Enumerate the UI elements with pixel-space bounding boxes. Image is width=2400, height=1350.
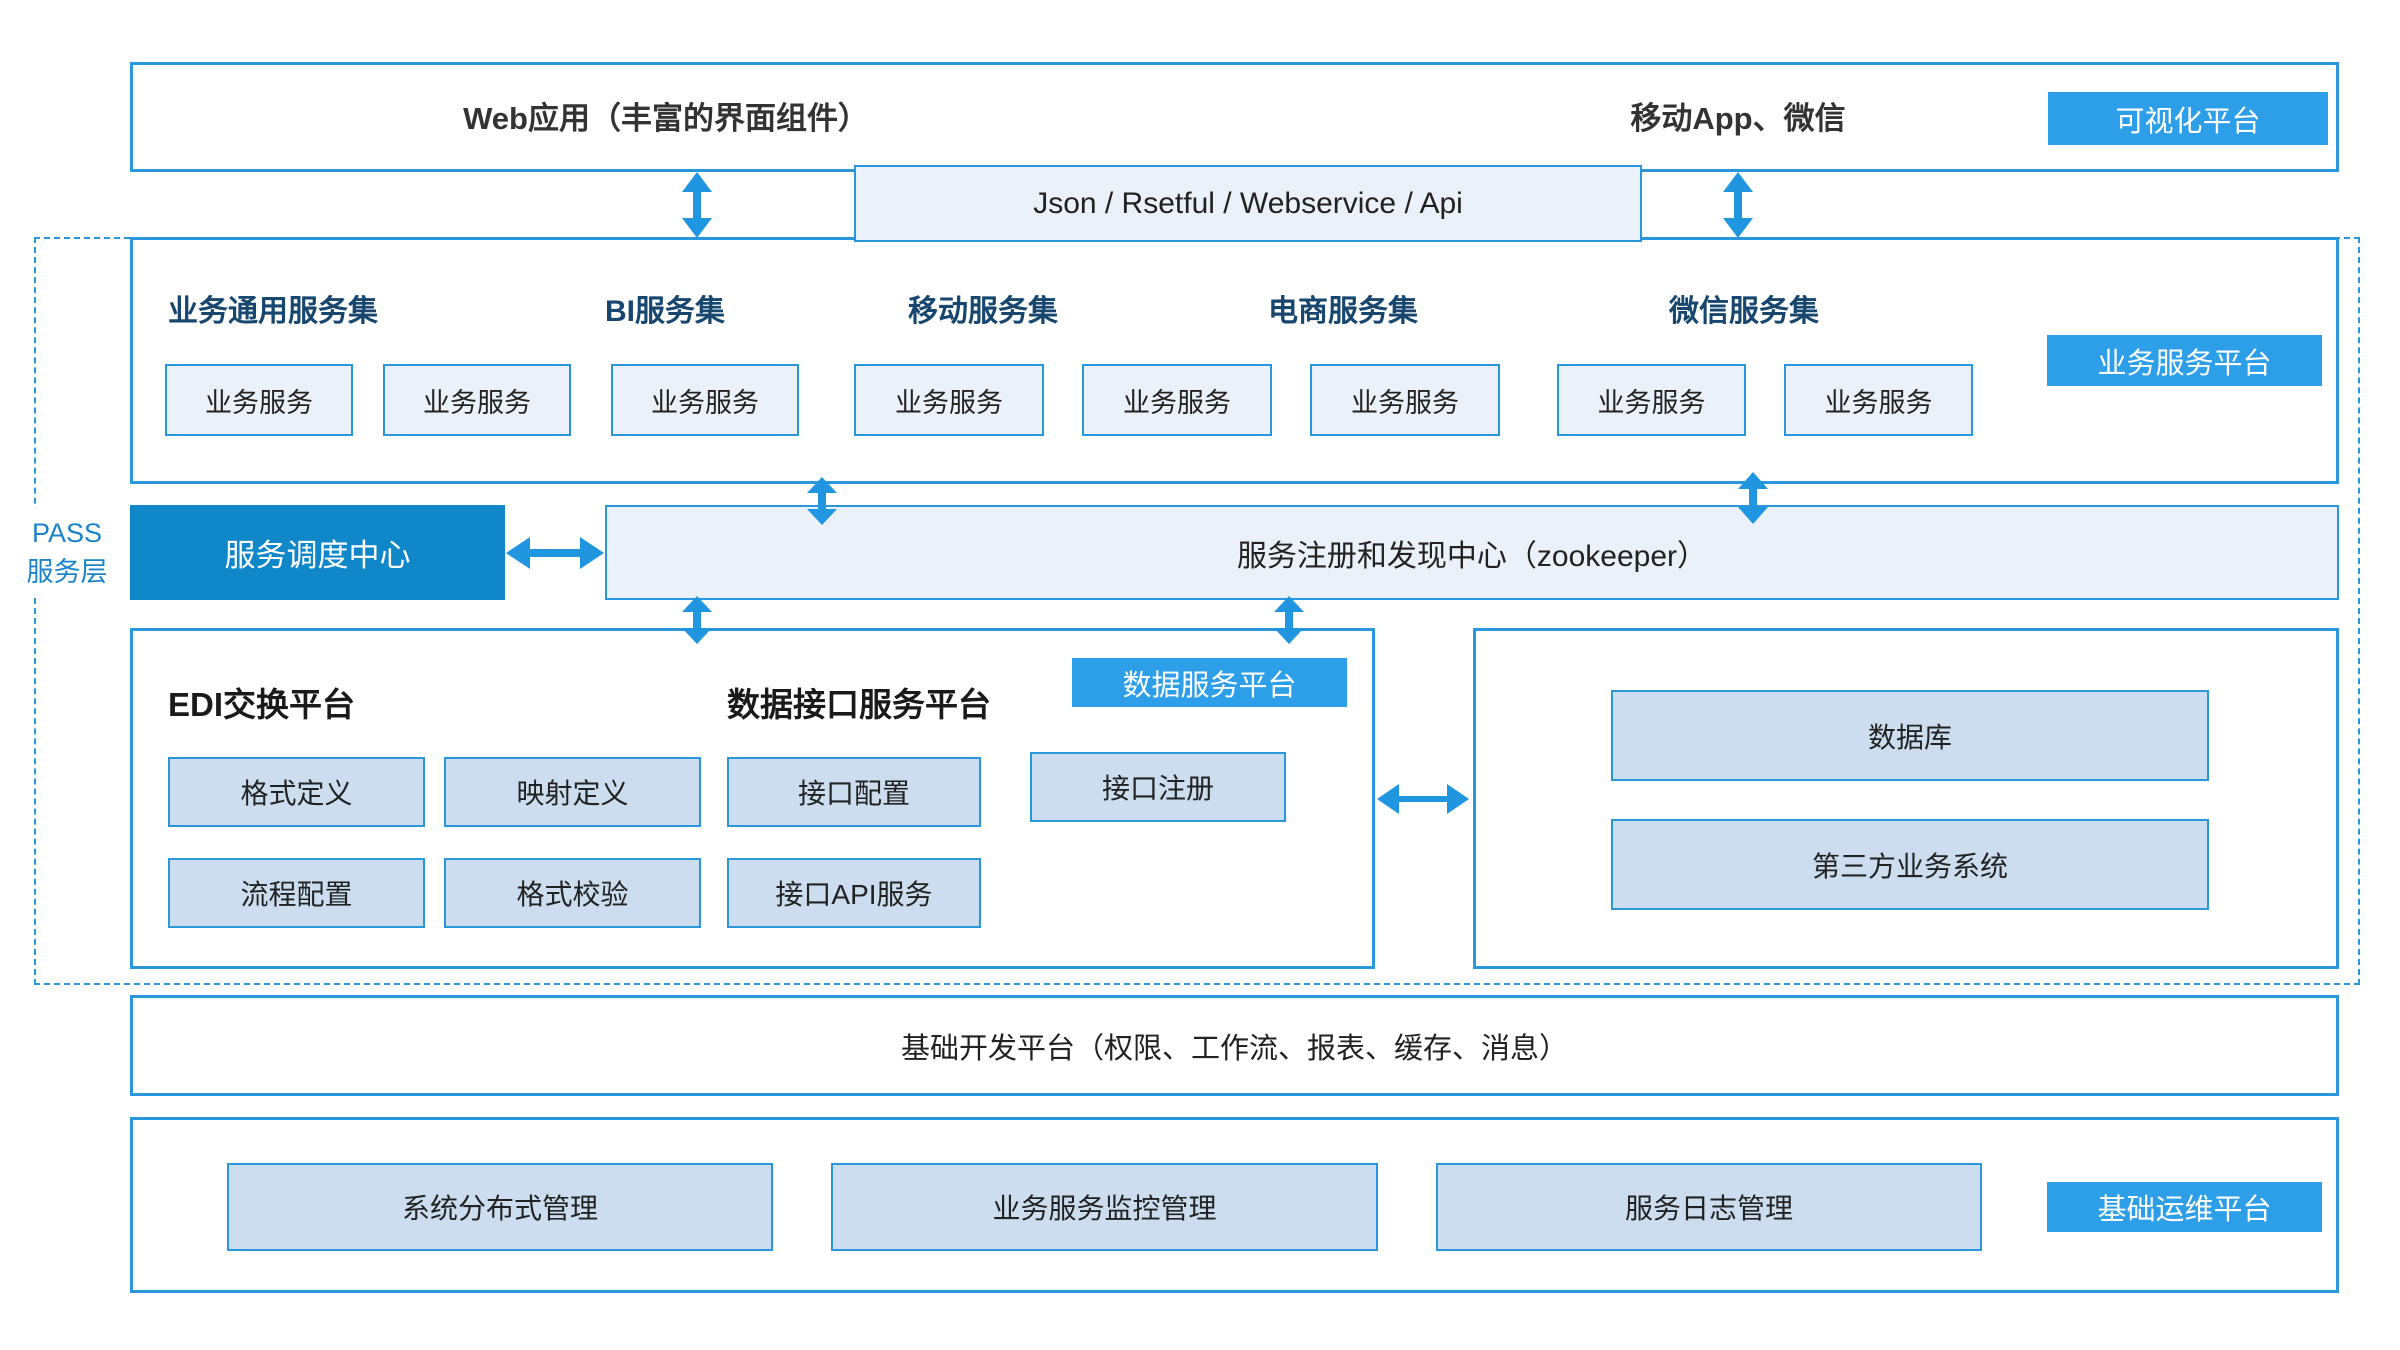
service-box: 业务服务 [854, 364, 1044, 436]
up-down-arrow-icon [807, 477, 837, 525]
pass-layer-label-line1: PASS [31, 518, 103, 548]
group-title-wechat: 微信服务集 [1669, 295, 1819, 328]
api-protocol-bar: Json / Rsetful / Webservice / Api [854, 165, 1642, 242]
left-right-arrow-icon [1377, 784, 1469, 814]
foundation-platform-box: 基础开发平台（权限、工作流、报表、缓存、消息） [130, 995, 2339, 1096]
up-down-arrow-icon [1274, 596, 1304, 644]
left-right-arrow-icon [506, 537, 604, 569]
external-systems-box [1473, 628, 2339, 969]
up-down-arrow-icon [682, 596, 712, 644]
service-monitor-management-box: 业务服务监控管理 [831, 1163, 1378, 1251]
pass-layer-label: PASS 服务层 [12, 508, 122, 599]
data-interface-platform-title: 数据接口服务平台 [727, 686, 991, 723]
distributed-management-box: 系统分布式管理 [227, 1163, 773, 1251]
mapping-definition-box: 映射定义 [444, 757, 701, 827]
interface-register-box: 接口注册 [1030, 752, 1286, 822]
interface-config-box: 接口配置 [727, 757, 981, 827]
format-validation-box: 格式校验 [444, 858, 701, 928]
up-down-arrow-icon [1723, 172, 1753, 238]
interface-api-service-box: 接口API服务 [727, 858, 981, 928]
up-down-arrow-icon [1738, 472, 1768, 524]
service-box: 业务服务 [611, 364, 799, 436]
service-box: 业务服务 [1557, 364, 1746, 436]
edi-platform-title: EDI交换平台 [168, 686, 356, 723]
business-service-platform-box [130, 237, 2339, 484]
business-service-platform-badge: 业务服务平台 [2047, 335, 2322, 386]
service-box: 业务服务 [1082, 364, 1272, 436]
service-box: 业务服务 [165, 364, 353, 436]
database-box: 数据库 [1611, 690, 2209, 781]
visualization-platform-badge: 可视化平台 [2048, 92, 2328, 145]
data-service-platform-badge: 数据服务平台 [1072, 658, 1347, 707]
foundation-platform-label: 基础开发平台（权限、工作流、报表、缓存、消息） [900, 1032, 1568, 1065]
group-title-mobile: 移动服务集 [908, 295, 1058, 328]
service-box: 业务服务 [1310, 364, 1500, 436]
service-log-management-box: 服务日志管理 [1436, 1163, 1982, 1251]
service-box: 业务服务 [1784, 364, 1973, 436]
process-config-box: 流程配置 [168, 858, 425, 928]
up-down-arrow-icon [682, 172, 712, 238]
service-box: 业务服务 [383, 364, 571, 436]
third-party-system-box: 第三方业务系统 [1611, 819, 2209, 910]
web-app-label: Web应用（丰富的界面组件） [463, 100, 869, 136]
group-title-ecommerce: 电商服务集 [1268, 295, 1418, 328]
service-dispatch-center-box: 服务调度中心 [130, 505, 505, 600]
service-registry-center-box: 服务注册和发现中心（zookeeper） [605, 505, 2339, 600]
mobile-app-label: 移动App、微信 [1630, 100, 1846, 136]
group-title-bi: BI服务集 [605, 295, 725, 328]
ops-platform-badge: 基础运维平台 [2047, 1182, 2322, 1232]
format-definition-box: 格式定义 [168, 757, 425, 827]
pass-layer-label-line2: 服务层 [26, 557, 108, 588]
group-title-common: 业务通用服务集 [168, 295, 378, 328]
